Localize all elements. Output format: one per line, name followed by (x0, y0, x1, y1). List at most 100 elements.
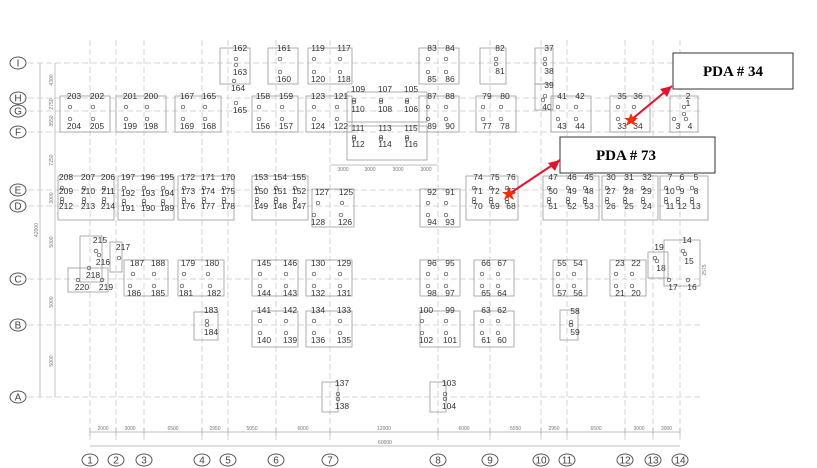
pile-label-193: 193 (141, 188, 155, 198)
pile-cap-203-202-204-205-outline (59, 95, 111, 133)
pile-label-172: 172 (181, 172, 195, 182)
pile-label-119: 119 (311, 43, 325, 53)
pile-28 (622, 199, 628, 205)
bay-dimension-6: 6000 (297, 426, 308, 432)
pile-label-52: 52 (567, 201, 577, 211)
pile-label-101: 101 (443, 335, 457, 345)
pile-label-5: 5 (694, 172, 699, 182)
pile-label-151: 151 (273, 186, 287, 196)
pile-label-72: 72 (490, 186, 500, 196)
pile-123 (311, 104, 317, 110)
middle-dimension-4: 3000 (420, 167, 431, 173)
pile-133 (337, 318, 343, 324)
grid-bubble-row-C (9, 272, 27, 286)
pile-label-164: 164 (231, 83, 245, 93)
bay-dimension-1: 2000 (97, 426, 108, 432)
pile-label-83: 83 (427, 43, 437, 53)
grid-label-row-G: G (14, 107, 22, 118)
grid-bubble-col-8 (429, 453, 447, 467)
pile-label-220: 220 (75, 282, 89, 292)
pile-90 (443, 116, 449, 122)
pile-198 (144, 116, 150, 122)
pile-106 (404, 99, 410, 105)
pile-label-62: 62 (497, 305, 507, 315)
pile-cap-217: 217 (109, 241, 130, 273)
pile-label-116: 116 (404, 139, 418, 149)
grid-label-col-2: 2 (113, 456, 119, 467)
pile-label-180: 180 (205, 258, 219, 268)
pile-label-75: 75 (490, 172, 500, 182)
pile-168 (202, 116, 208, 122)
pile-23 (613, 271, 619, 277)
pile-label-47: 47 (548, 172, 558, 182)
pile-165 (233, 100, 239, 106)
pile-179 (181, 271, 187, 277)
pile-96 (425, 271, 431, 277)
pile-cap-96-95-98-97-outline (419, 259, 461, 297)
pile-label-7: 7 (668, 172, 673, 182)
pile-label-185: 185 (151, 288, 165, 298)
pile-161 (277, 56, 283, 62)
right-dimension: 2575 (702, 264, 708, 275)
grid-label-row-E: E (15, 186, 22, 197)
grid-label-col-4: 4 (199, 456, 205, 467)
pile-78 (498, 116, 504, 122)
pile-label-219: 219 (99, 282, 113, 292)
pile-40 (540, 97, 546, 103)
pile-label-165: 165 (233, 105, 247, 115)
pile-label-217: 217 (116, 242, 130, 252)
pile-label-3: 3 (676, 121, 681, 131)
pile-label-192: 192 (121, 188, 135, 198)
pile-cap-82-81-outline (479, 47, 507, 85)
pile-label-14: 14 (682, 235, 692, 245)
pile-43 (555, 116, 561, 122)
pile-207 (81, 185, 87, 191)
grid-bubble-col-12 (616, 453, 634, 467)
grid-bubble-row-E (9, 183, 27, 197)
pile-label-120: 120 (311, 74, 325, 84)
pile-99 (443, 318, 449, 324)
pile-label-183: 183 (204, 305, 218, 315)
pile-cap-161-160-outline (267, 47, 299, 85)
pile-label-32: 32 (642, 172, 652, 182)
grid-bubble-row-D (9, 199, 27, 213)
pile-cap-109-107-105-110-108-106-outline (346, 91, 428, 123)
pile-label-1: 1 (686, 98, 691, 108)
pile-59 (568, 322, 574, 328)
grid-label-col-8: 8 (435, 456, 441, 467)
pile-61 (479, 330, 485, 336)
pile-19 (652, 255, 658, 261)
pile-115 (404, 136, 410, 142)
left-dimension-7: 5000 (49, 296, 55, 307)
pile-label-161: 161 (277, 43, 291, 53)
pile-label-135: 135 (337, 335, 351, 345)
pile-label-103: 103 (442, 378, 456, 388)
pile-30 (604, 185, 610, 191)
pile-label-66: 66 (481, 258, 491, 268)
pile-label-204: 204 (67, 121, 81, 131)
pile-65 (479, 283, 485, 289)
grid-label-col-9: 9 (487, 456, 493, 467)
pile-label-93: 93 (445, 217, 455, 227)
pile-204 (67, 116, 73, 122)
pile-label-178: 178 (221, 201, 235, 211)
grid-label-row-I: I (17, 59, 20, 70)
grid-bubble-col-2 (107, 453, 125, 467)
pile-53 (582, 196, 588, 202)
pile-label-85: 85 (427, 74, 437, 84)
left-dimension-9: 42000 (34, 223, 40, 237)
pile-136 (311, 330, 317, 336)
pile-116 (404, 134, 410, 140)
pile-label-184: 184 (204, 327, 218, 337)
pile-10 (663, 199, 669, 205)
pile-cap-41-42-43-44-outline (550, 95, 592, 133)
pile-155 (292, 185, 298, 191)
